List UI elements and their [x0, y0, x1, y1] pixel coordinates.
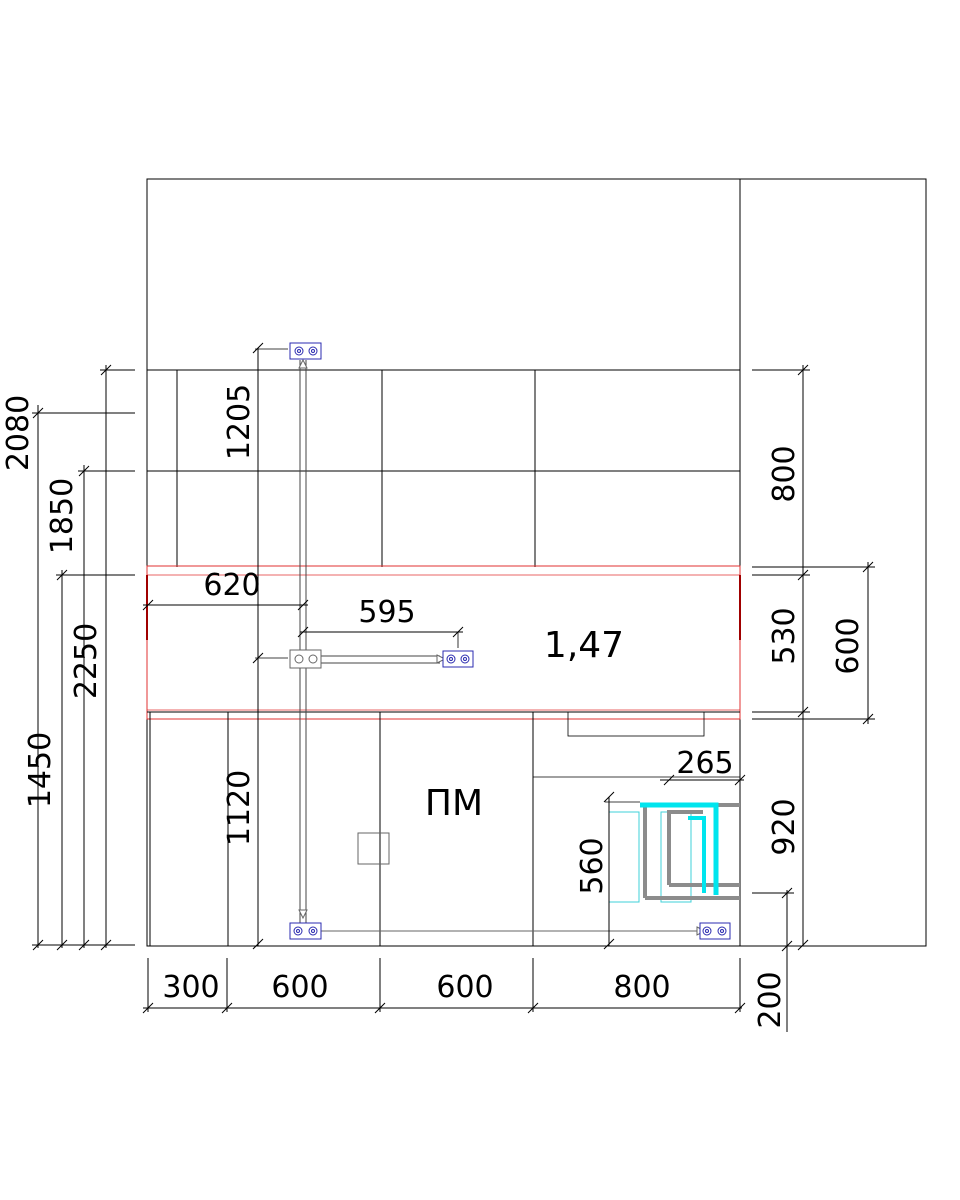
backsplash-panel	[146, 565, 741, 720]
dimension-265: 265	[660, 746, 746, 786]
dim-label: 530	[767, 607, 802, 664]
dimension-chain-right: 800 530 600 920	[752, 364, 875, 951]
dim-label: 1205	[222, 384, 257, 460]
socket-lower-right	[699, 922, 731, 940]
dim-label: 300	[162, 970, 219, 1005]
appliance-marker	[357, 832, 390, 865]
lower-cabinets	[147, 711, 740, 946]
dim-label: 1850	[45, 478, 80, 554]
wall-outline	[146, 178, 927, 947]
dimension-560: 560	[575, 791, 640, 950]
dim-label: 800	[613, 970, 670, 1005]
dim-label: 200	[753, 971, 788, 1028]
dim-label: 600	[436, 970, 493, 1005]
appliance-label: ПМ	[425, 783, 483, 824]
dimension-chain-left: 2080 1850 2250 1450	[1, 364, 135, 951]
backsplash-area-label: 1,47	[544, 625, 624, 666]
plumbing-pipes	[608, 802, 740, 903]
dim-label: 560	[575, 837, 610, 894]
dim-label: 600	[831, 617, 866, 674]
dim-label: 2080	[1, 395, 36, 471]
dim-label: 800	[767, 445, 802, 502]
dimension-horizontal-inner: 620 595	[142, 568, 464, 648]
socket-lower-left	[289, 922, 322, 940]
dim-label: 2250	[69, 623, 104, 699]
dimension-chain-bottom: 300 600 600 800	[142, 958, 746, 1014]
dim-label: 265	[676, 746, 733, 781]
dim-label: 595	[358, 595, 415, 630]
cable-route	[298, 358, 707, 936]
socket-upper	[289, 342, 322, 360]
upper-cabinets	[147, 369, 740, 567]
socket-junction	[289, 649, 322, 669]
dimension-200: 200	[752, 887, 794, 1032]
dim-label: 1120	[222, 770, 257, 846]
dim-label: 920	[767, 798, 802, 855]
dim-label: 1450	[23, 732, 58, 808]
dim-label: 600	[271, 970, 328, 1005]
socket-backsplash	[442, 650, 474, 668]
dim-label: 620	[203, 568, 260, 603]
dimension-inner-vertical: 1205 1120	[222, 342, 288, 950]
